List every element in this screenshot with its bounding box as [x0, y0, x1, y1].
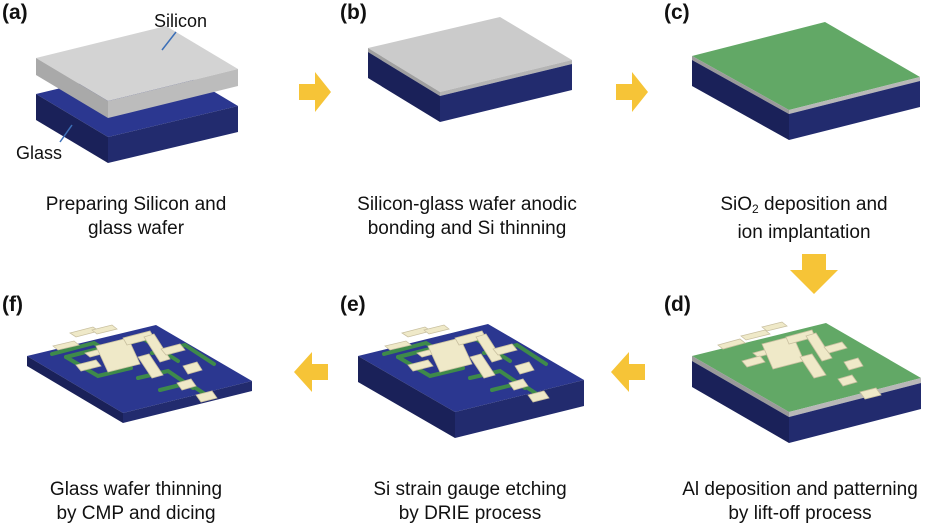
- panel-a-caption-line1: Preparing Silicon and: [45, 194, 227, 215]
- panel-b-caption-line1: Silicon-glass wafer anodic: [357, 194, 577, 215]
- panel-d-patterned-wafer: [692, 323, 921, 443]
- panel-b-caption-line2: bonding and Si thinning: [367, 218, 567, 239]
- panel-c-caption-line1: SiO2 deposition and: [664, 193, 935, 221]
- arrow-b-to-c-icon: [616, 72, 648, 112]
- panel-f-caption: Glass wafer thinning by CMP and dicing: [0, 478, 276, 526]
- arrow-c-to-d-icon: [790, 254, 838, 294]
- panel-c-caption: SiO2 deposition and ion implantation: [664, 193, 935, 245]
- panel-a-caption: Preparing Silicon and glass wafer: [0, 193, 276, 241]
- panel-a-tag: (a): [2, 1, 28, 24]
- panel-e-tag: (e): [340, 293, 366, 316]
- panel-e-caption-line2: by DRIE process: [398, 503, 542, 524]
- panel-d-aluminum-pads: [717, 321, 882, 400]
- glass-pointer-line: [59, 124, 73, 143]
- panel-d-caption-line1: Al deposition and patterning: [682, 479, 918, 500]
- panel-d-caption: Al deposition and patterning by lift-off…: [660, 478, 935, 526]
- panel-f-final-device: [27, 324, 252, 423]
- glass-label: Glass: [16, 143, 63, 163]
- panel-a-caption-line2: glass wafer: [87, 218, 185, 239]
- panel-c-tag: (c): [664, 1, 690, 24]
- silicon-pointer-line: [161, 31, 177, 51]
- sio-text: SiO: [720, 194, 753, 215]
- arrow-d-to-e-icon: [611, 352, 645, 392]
- panel-f-tag: (f): [2, 293, 23, 316]
- panel-e-etched-device: [358, 324, 584, 438]
- arrow-a-to-b-icon: [299, 72, 331, 112]
- deposition-text: deposition and: [758, 194, 888, 215]
- panel-f-caption-line1: Glass wafer thinning: [49, 479, 223, 500]
- panel-c-caption-line2: ion implantation: [737, 222, 871, 243]
- panel-e-caption: Si strain gauge etching by DRIE process: [330, 478, 610, 526]
- silicon-label: Silicon: [154, 11, 208, 31]
- panel-c-oxide-wafer: [692, 22, 920, 140]
- panel-a-silicon-wafer: [36, 26, 238, 118]
- panel-b-caption: Silicon-glass wafer anodic bonding and S…: [327, 193, 607, 241]
- panel-e-caption-line1: Si strain gauge etching: [373, 479, 567, 500]
- arrow-e-to-f-icon: [294, 352, 328, 392]
- panel-b-tag: (b): [340, 1, 367, 24]
- panel-b-bonded-wafer: [368, 17, 572, 122]
- panel-f-caption-line2: by CMP and dicing: [56, 503, 216, 524]
- oxide-subscript: 2: [752, 202, 759, 216]
- panel-d-tag: (d): [664, 293, 691, 316]
- panel-d-caption-line2: by lift-off process: [728, 503, 872, 524]
